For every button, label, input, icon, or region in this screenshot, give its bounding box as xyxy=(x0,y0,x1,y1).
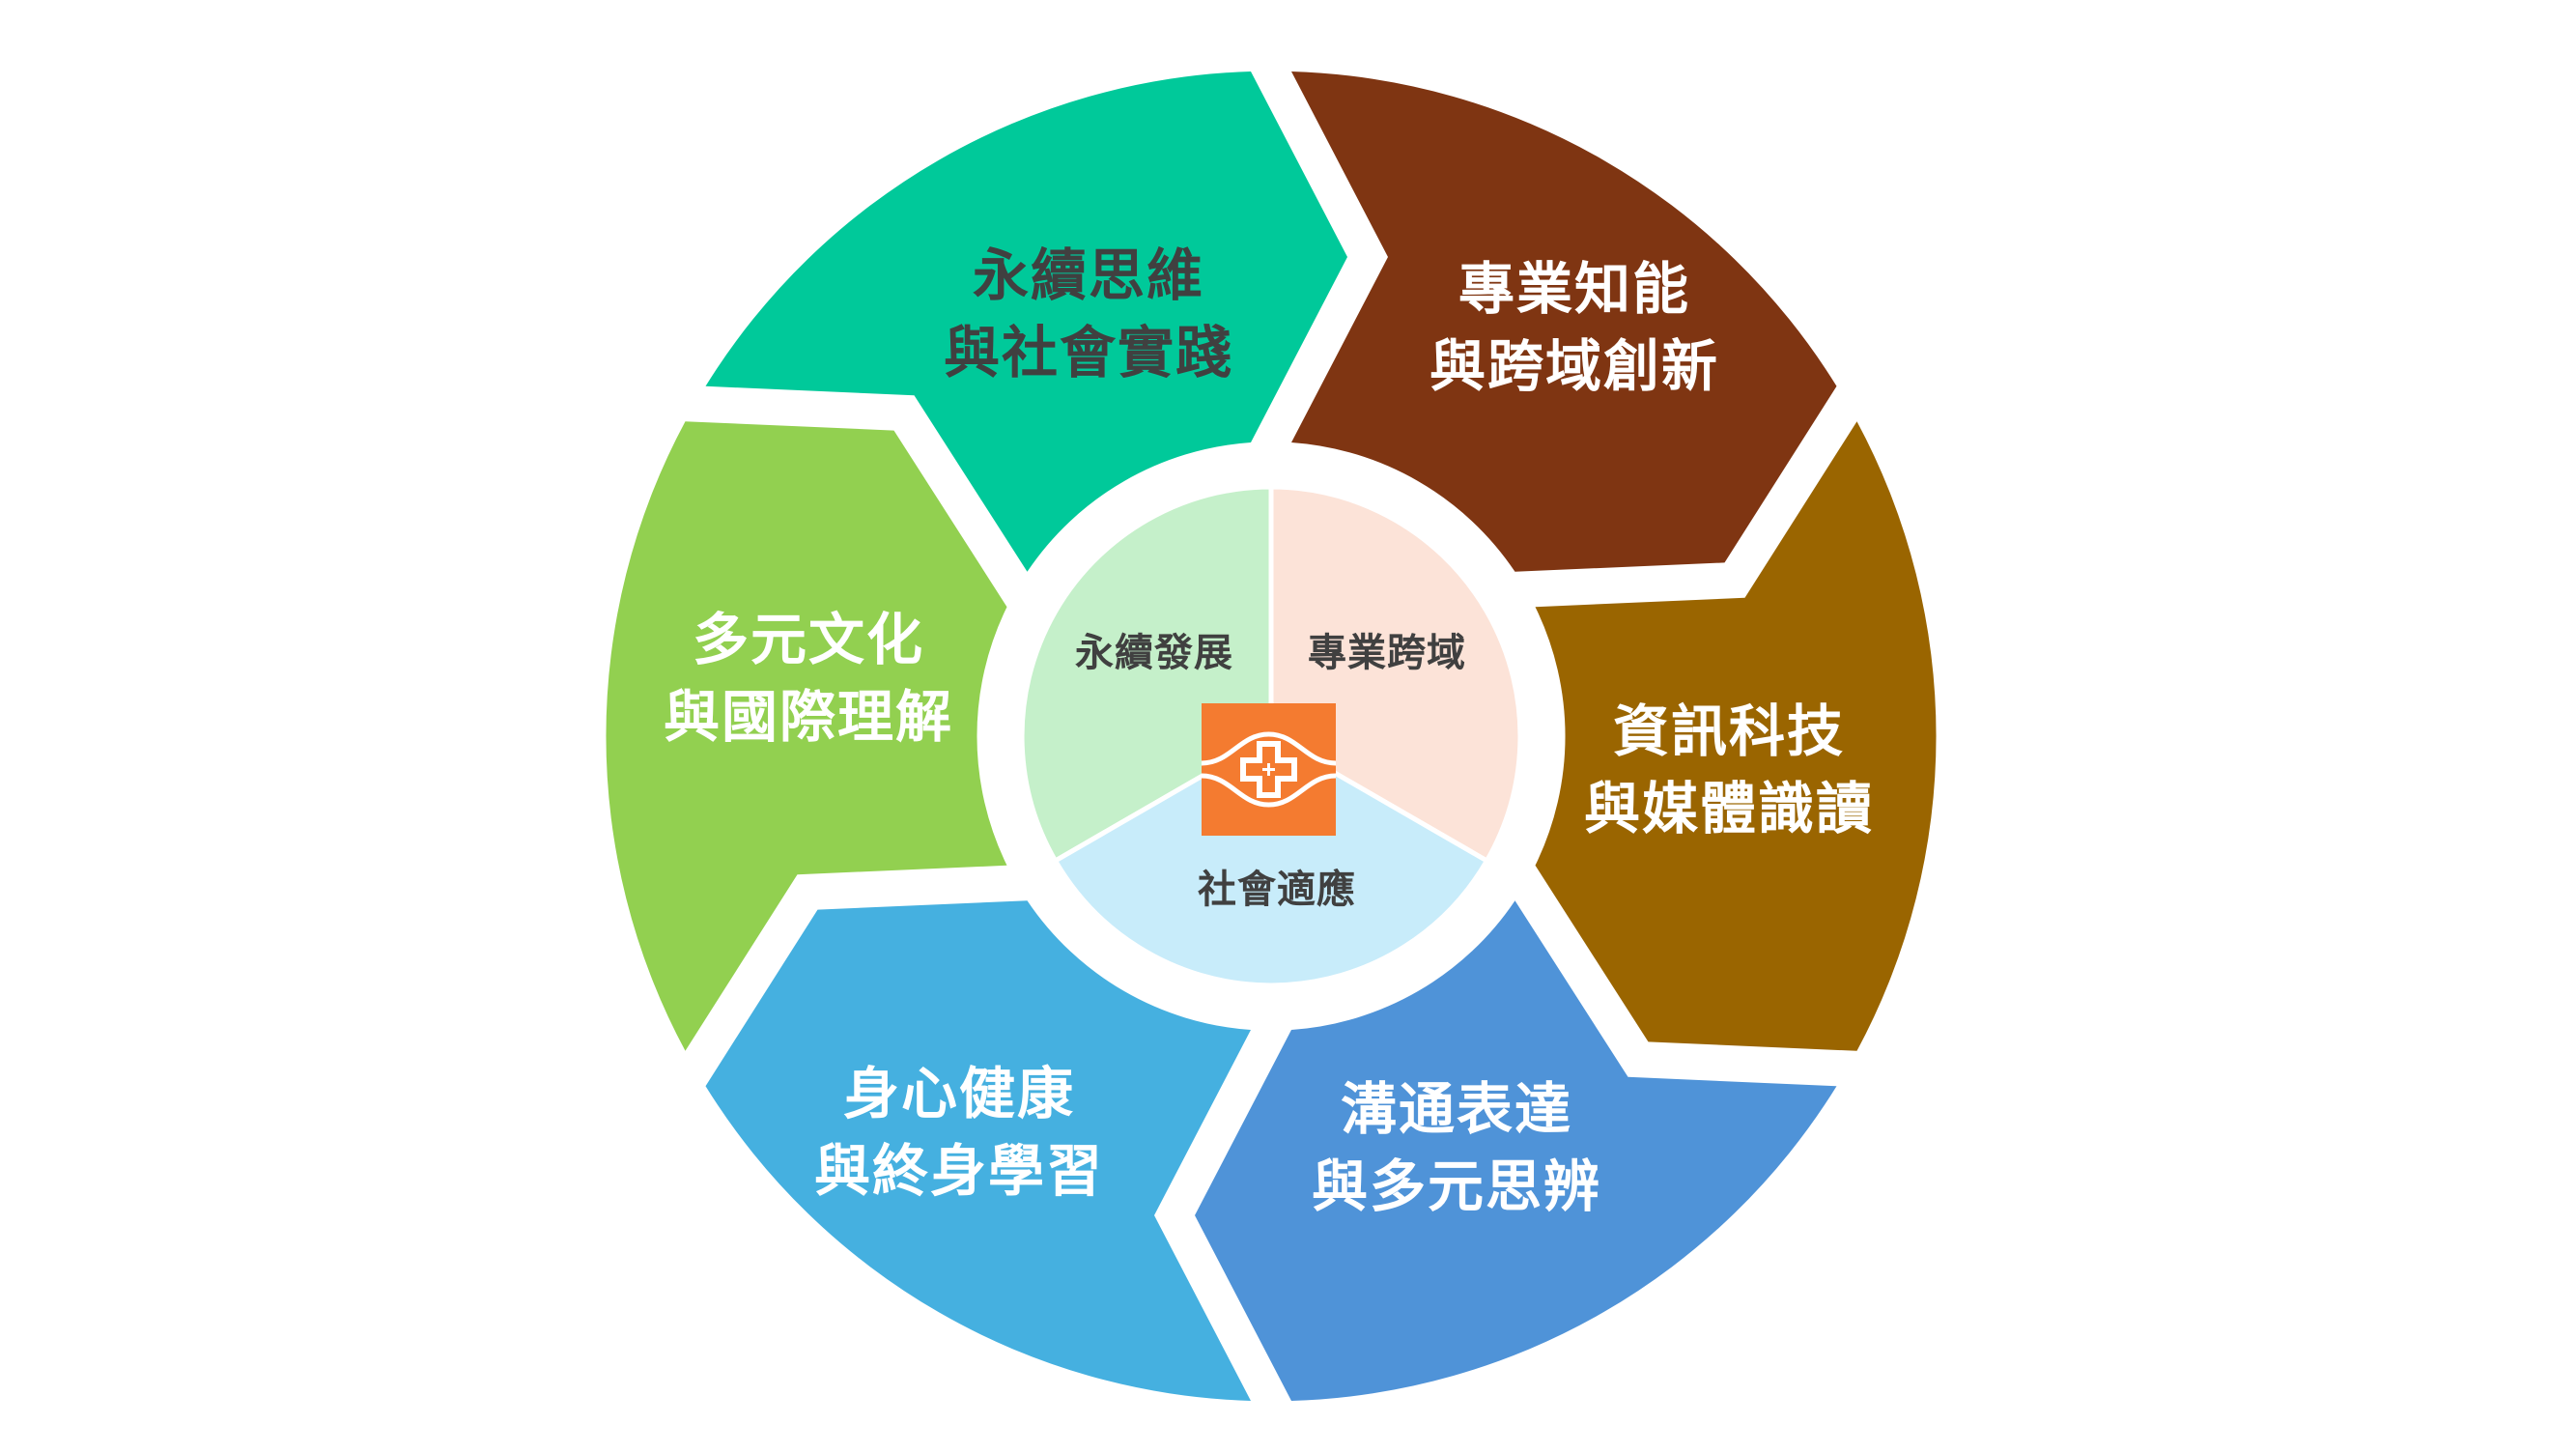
segment-professional-interdisciplinary xyxy=(1291,71,1837,572)
label-line-1: 身心健康 xyxy=(842,1061,1076,1126)
label-health-lifelong-learning: 身心健康 與終身學習 xyxy=(814,1055,1104,1210)
label-line-1: 多元文化 xyxy=(692,607,925,672)
label-line-2: 與多元思辨 xyxy=(1311,1154,1602,1219)
label-sustainable-development: 永續發展 xyxy=(1075,631,1233,675)
label-line-2: 與社會實踐 xyxy=(943,320,1234,385)
segment-health-lifelong-learning xyxy=(705,900,1251,1401)
label-line-1: 資訊科技 xyxy=(1612,698,1846,764)
segment-it-media-literacy xyxy=(1535,421,1937,1051)
label-communication-critical-thinking: 溝通表達 與多元思辨 xyxy=(1312,1070,1601,1225)
label-it-media-literacy: 資訊科技 與媒體識讀 xyxy=(1584,693,1874,847)
label-line-2: 與媒體識讀 xyxy=(1583,776,1875,841)
label-professional-cross-domain: 專業跨域 xyxy=(1308,631,1466,675)
label-line-1: 專業知能 xyxy=(1458,256,1691,322)
label-line-2: 與國際理解 xyxy=(663,684,954,750)
medical-cross-logo-icon xyxy=(1201,703,1337,836)
label-multiculture-international: 多元文化 與國際理解 xyxy=(664,601,953,755)
label-social-adaptation: 社會適應 xyxy=(1198,868,1356,912)
segment-communication-critical-thinking xyxy=(1195,900,1837,1401)
label-line-1: 永續思維 xyxy=(972,242,1205,308)
label-professional-interdisciplinary: 專業知能 與跨域創新 xyxy=(1430,250,1719,405)
label-line-2: 與跨域創新 xyxy=(1429,333,1720,399)
segment-sustainability-social-practice xyxy=(705,71,1347,572)
segment-multiculture-international xyxy=(606,421,1007,1051)
label-line-1: 溝通表達 xyxy=(1340,1076,1573,1142)
label-sustainability-social-practice: 永續思維 與社會實踐 xyxy=(944,237,1233,391)
label-line-2: 與終身學習 xyxy=(813,1138,1105,1204)
sector-social-adaptation xyxy=(1052,733,1490,988)
